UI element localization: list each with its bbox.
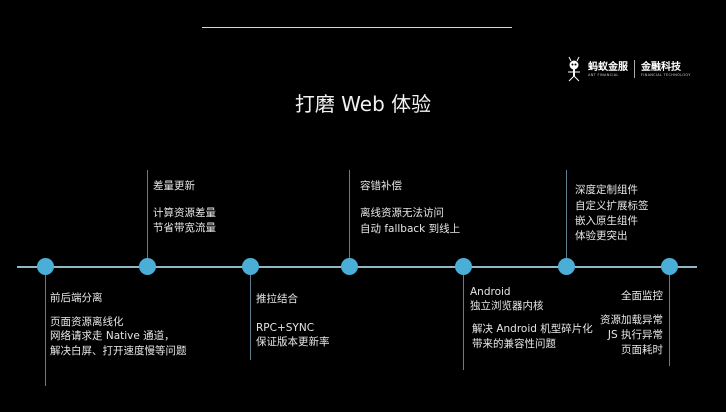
milestone-1-line: 网络请求走 Native 通道， bbox=[50, 330, 175, 342]
milestone-5-line: 解决 Android 机型碎片化 bbox=[472, 323, 593, 335]
milestone-3-line: 保证版本更新率 bbox=[256, 336, 330, 348]
milestone-6-line: 体验更突出 bbox=[575, 230, 628, 242]
milestone-1-line: 解决白屏、打开速度慢等问题 bbox=[50, 345, 187, 357]
connector-2 bbox=[147, 170, 148, 266]
milestone-5-heading: Android bbox=[470, 286, 511, 298]
logo-separator bbox=[634, 60, 635, 78]
milestone-dot-5 bbox=[455, 258, 472, 275]
top-rule bbox=[202, 27, 512, 28]
connector-4 bbox=[349, 170, 350, 266]
slide-title: 打磨 Web 体验 bbox=[294, 92, 432, 116]
milestone-dot-3 bbox=[242, 258, 259, 275]
milestone-5-heading: 独立浏览器内核 bbox=[470, 300, 544, 312]
milestone-dot-4 bbox=[341, 258, 358, 275]
milestone-5-line: 带来的兼容性问题 bbox=[472, 338, 556, 350]
milestone-6-line: 自定义扩展标签 bbox=[575, 200, 649, 212]
connector-3 bbox=[250, 268, 251, 360]
milestone-dot-2 bbox=[139, 258, 156, 275]
milestone-4-line: 自动 fallback 到线上 bbox=[360, 223, 461, 235]
milestone-1-line: 页面资源离线化 bbox=[50, 316, 124, 328]
connector-7 bbox=[669, 268, 670, 366]
milestone-3-heading: 推拉结合 bbox=[256, 293, 298, 305]
logo-tag-en: FINANCIAL TECHNOLOGY bbox=[641, 72, 691, 77]
milestone-6-line: 嵌入原生组件 bbox=[575, 215, 638, 227]
milestone-3-line: RPC+SYNC bbox=[256, 322, 315, 334]
milestone-7-line: 资源加载异常 bbox=[600, 314, 663, 326]
milestone-6-heading: 深度定制组件 bbox=[575, 184, 638, 196]
milestone-dot-7 bbox=[661, 258, 678, 275]
connector-6 bbox=[566, 170, 567, 266]
milestone-dot-1 bbox=[37, 258, 54, 275]
milestone-4-heading: 容错补偿 bbox=[360, 180, 402, 192]
ant-logo-icon bbox=[568, 56, 580, 82]
milestone-dot-6 bbox=[558, 258, 575, 275]
logo-brand-cn: 蚂蚁金服 bbox=[588, 61, 628, 73]
milestone-7-line: JS 执行异常 bbox=[607, 329, 663, 341]
milestone-2-heading: 差量更新 bbox=[153, 180, 195, 192]
milestone-7-line: 页面耗时 bbox=[621, 344, 663, 356]
milestone-4-line: 离线资源无法访问 bbox=[360, 207, 444, 219]
connector-1 bbox=[45, 268, 46, 386]
milestone-2-line: 计算资源差量 bbox=[153, 207, 216, 219]
connector-5 bbox=[463, 268, 464, 370]
milestone-1-heading: 前后端分离 bbox=[50, 292, 103, 304]
milestone-2-line: 节省带宽流量 bbox=[153, 222, 216, 234]
logo-tag-cn: 金融科技 bbox=[641, 61, 681, 73]
milestone-7-heading: 全面监控 bbox=[621, 290, 663, 302]
logo-brand-en: ANT FINANCIAL bbox=[588, 72, 619, 77]
